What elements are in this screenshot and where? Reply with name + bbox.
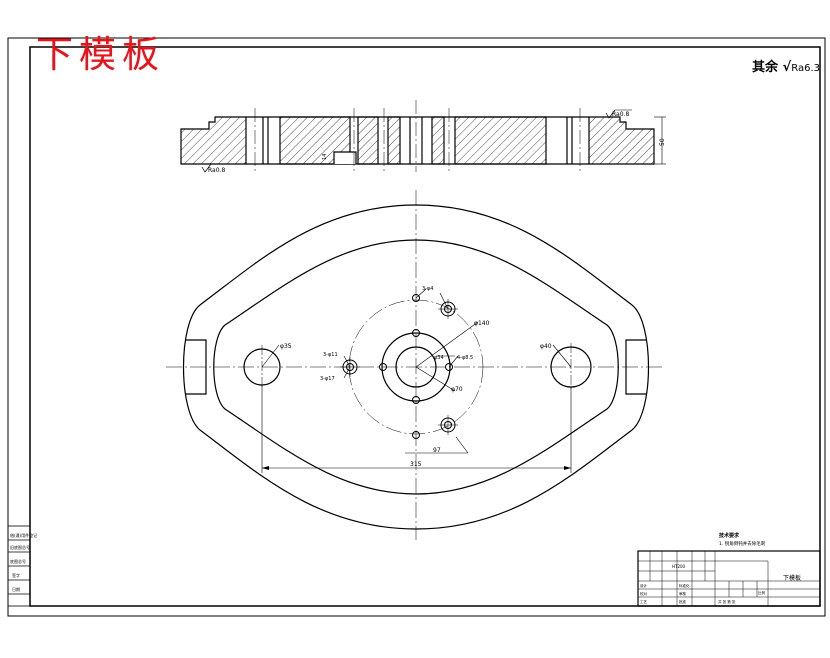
tb-row-check: 校对: [640, 591, 648, 596]
hole-right: [445, 363, 453, 371]
section-hatch-5: [431, 116, 445, 165]
outer-contour: [182, 204, 650, 530]
tb-row-review: 审核: [679, 591, 687, 596]
binding-column: [7, 525, 31, 607]
binding-cell-1: 借(通)用件登记: [10, 532, 37, 538]
tb-row-standard: 标准化: [679, 583, 690, 588]
key-slot: [333, 151, 357, 164]
section-hatch-4: [387, 116, 401, 165]
pitch-circle-large: [348, 299, 484, 435]
hole-bottom: [412, 431, 420, 439]
dim-span-inner: 97: [433, 447, 441, 454]
drawing-title: 下模板: [36, 33, 165, 76]
tb-row-design: 设计: [640, 583, 648, 588]
notes-heading: 技术要求: [719, 532, 740, 539]
dim-holes-left-2: 3-φ17: [320, 376, 335, 382]
section-hatch-7: [588, 116, 655, 165]
tb-row-process: 工艺: [640, 599, 648, 604]
dim-holes-top: 3-φ4: [422, 286, 433, 292]
notes-line-1: 1. 锐角倒钝并去除毛刺: [719, 540, 766, 547]
dim-bore-right: φ40: [540, 343, 552, 350]
plan-view: φ35 φ40 φ140 φ70 φ34 4-φ8.5 3-φ4 3-φ11 3…: [166, 190, 664, 540]
notch-left: [185, 339, 207, 395]
surface-finish-symbol-bottom: [201, 163, 212, 173]
hole-top: [412, 294, 420, 302]
center-bore-inner: [395, 346, 437, 388]
section-hatch-6: [454, 116, 547, 165]
dim-span-total: 315: [410, 461, 422, 468]
roughness-note: 其余 √Ra6.3: [752, 56, 820, 75]
dim-holes-right: 4-φ8.5: [457, 355, 473, 361]
dim-center-hole: φ34: [434, 355, 444, 361]
notch-right: [625, 339, 647, 395]
title-block-part-name: 下模板: [783, 574, 801, 582]
section-hatch-1: [180, 116, 247, 165]
surface-finish-bottom: Ra0.8: [208, 167, 225, 174]
center-bore-outer: [381, 332, 451, 402]
keyslot-dim: 14: [322, 154, 328, 160]
dim-holes-left-1: 3-φ11: [323, 352, 338, 358]
tb-sheet-text: 共 张 第 张: [718, 599, 736, 604]
binding-cell-3: 底图总号: [10, 558, 26, 564]
inner-groove-contour: [213, 239, 619, 495]
roughness-note-text: 其余: [752, 60, 779, 75]
roughness-symbol-icon: √: [782, 60, 792, 75]
thickness-dim: 50: [659, 138, 666, 146]
surface-finish-symbol-top: [605, 109, 616, 119]
surface-finish-top: Ra0.8: [612, 111, 629, 118]
roughness-value: Ra6.3: [791, 63, 820, 74]
binding-cell-4: 签字: [12, 572, 20, 578]
tb-scale-label: 比例: [758, 590, 766, 595]
tb-row-approve: 批准: [679, 599, 687, 604]
outer-border: [7, 37, 826, 617]
dim-bore-left: φ35: [280, 343, 292, 350]
dim-pitch-small: φ70: [451, 386, 463, 393]
hole-upper: [412, 329, 420, 337]
title-block-material: HT200: [672, 564, 686, 569]
dim-pitch-large: φ140: [474, 320, 490, 327]
inner-border: [29, 46, 821, 607]
hole-left: [379, 363, 387, 371]
binding-cell-5: 日期: [12, 586, 20, 592]
section-hatch-3: [357, 116, 379, 165]
section-view: 50 14 Ra0.8 Ra0.8: [180, 100, 666, 174]
hole-lower: [412, 396, 420, 404]
title-block: [637, 550, 821, 607]
binding-cell-2: 旧底图总号: [10, 544, 30, 550]
